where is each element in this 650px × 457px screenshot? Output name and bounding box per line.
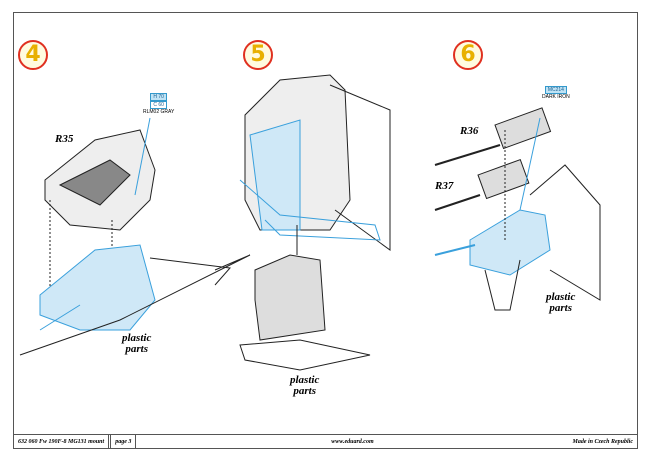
label-line: plastic xyxy=(546,291,576,303)
footer-product: 632 060 Fw 190F-8 MG131 mount xyxy=(18,438,105,445)
label-line: parts xyxy=(549,302,572,314)
label-line: parts xyxy=(125,343,148,355)
part-label-r37: R37 xyxy=(435,180,454,192)
paint-code: MC214 xyxy=(544,86,567,94)
label-line: parts xyxy=(293,385,316,397)
step-number-5: 5 xyxy=(243,40,273,70)
paint-callout-step4: H 70 C 60 RLM02 GRAY xyxy=(143,93,174,115)
footer: 632 060 Fw 190F-8 MG131 mount page 3 www… xyxy=(13,434,638,449)
label-line: plastic xyxy=(290,374,320,386)
paint-name: RLM02 GRAY xyxy=(143,109,175,115)
step4-drawing xyxy=(19,117,251,356)
paint-name: DARK IRON xyxy=(542,94,570,100)
step5-drawing xyxy=(239,74,391,371)
footer-origin: Made in Czech Republic xyxy=(572,438,633,445)
paint-code-h: H 70 xyxy=(150,93,167,101)
part-label-r36: R36 xyxy=(460,125,479,137)
step-number-4: 4 xyxy=(18,40,48,70)
step6-drawing xyxy=(434,107,601,311)
step-number-6: 6 xyxy=(453,40,483,70)
footer-website: www.eduard.com xyxy=(331,438,374,445)
footer-page: page 3 xyxy=(115,438,132,445)
paint-code-c: C 60 xyxy=(150,101,167,109)
part-label-r35: R35 xyxy=(55,133,74,145)
paint-callout-step6: MC214 DARK IRON xyxy=(542,86,570,100)
label-line: plastic xyxy=(122,332,152,344)
